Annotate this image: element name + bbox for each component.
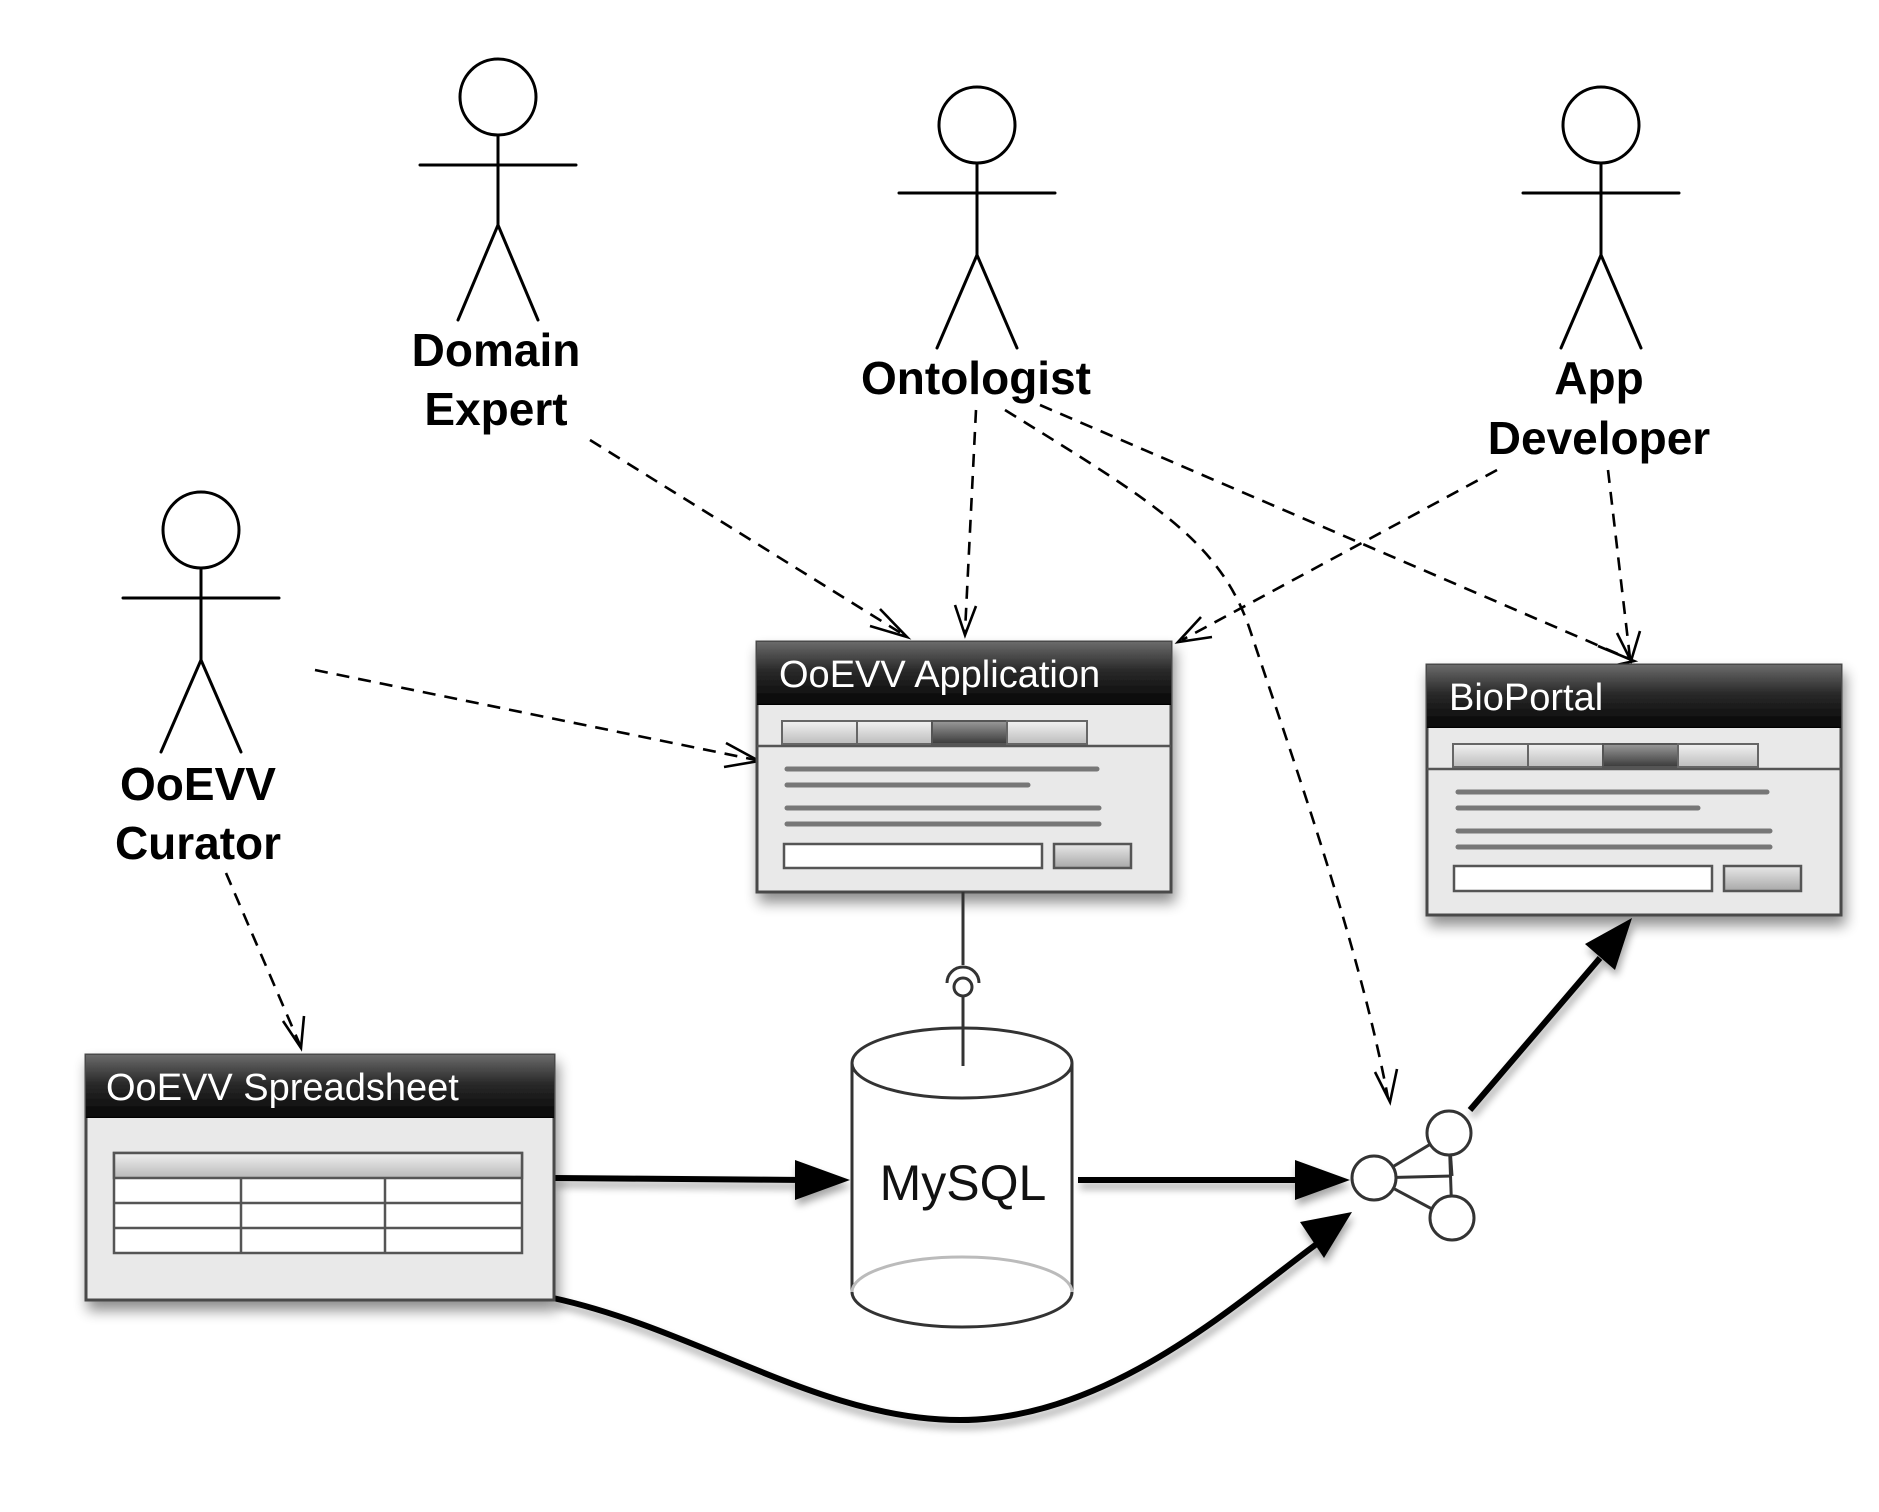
solid-arrows (552, 918, 1632, 1424)
dashed-arrow (1039, 403, 1633, 662)
submit-button[interactable] (1722, 864, 1803, 893)
ooevv-spreadsheet-window: OoEVV Spreadsheet (84, 1053, 556, 1302)
ooevv-application-window: OoEVV Application (755, 640, 1173, 894)
tab-selected[interactable] (931, 720, 1008, 745)
bioportal-window: BioPortal (1425, 663, 1843, 917)
arrow-head-icon (1615, 630, 1642, 665)
tab[interactable] (1452, 743, 1529, 768)
tab-bar (781, 720, 1088, 745)
tab[interactable] (1677, 743, 1759, 768)
text-lines (784, 766, 1102, 827)
mysql-database: MySQL (850, 1026, 1074, 1329)
tab-selected[interactable] (1602, 743, 1679, 768)
actor-label: Developer (1488, 412, 1711, 464)
arrow-head-icon (281, 1015, 306, 1052)
window-title: OoEVV Spreadsheet (106, 1067, 459, 1109)
grid-header (112, 1151, 524, 1180)
arrow-head-icon (953, 604, 978, 639)
title-bar (1427, 665, 1841, 728)
database-label: MySQL (880, 1155, 1047, 1211)
actor-label: Ontologist (861, 352, 1091, 404)
socket-icon (945, 965, 981, 984)
tab[interactable] (1006, 720, 1088, 745)
tab[interactable] (856, 720, 933, 745)
solid-arrow (552, 1240, 1320, 1424)
ontology-graph-icon (1350, 1109, 1476, 1242)
text-input[interactable] (1452, 864, 1714, 893)
actor-ontologist: Ontologist (861, 85, 1091, 404)
stick-figure-icon (418, 57, 578, 322)
dashed-arrow (1606, 469, 1632, 659)
arrow-head-icon (1174, 616, 1213, 644)
stick-figure-icon (121, 490, 281, 754)
arrow-head-icon (1295, 1160, 1350, 1200)
actor-domain-expert: Domain Expert (412, 57, 581, 435)
dashed-arrow (589, 438, 905, 637)
spreadsheet-grid (112, 1151, 524, 1255)
solid-arrow (554, 1175, 806, 1183)
dashed-arrow (224, 872, 302, 1046)
actor-ooevv-curator: OoEVV Curator (115, 490, 281, 869)
arrow-head-icon (869, 608, 912, 640)
tab-bar (1452, 743, 1759, 768)
actor-label: Curator (115, 817, 281, 869)
stick-figure-icon (1521, 85, 1681, 350)
window-title: BioPortal (1449, 677, 1603, 719)
actor-label: OoEVV (120, 758, 276, 810)
tab[interactable] (781, 720, 858, 745)
title-bar (757, 642, 1171, 705)
dashed-arrow (963, 409, 978, 633)
actor-label: Expert (424, 383, 567, 435)
actor-label: App (1554, 352, 1643, 404)
actor-app-developer: App Developer (1488, 85, 1711, 464)
dashed-arrow (314, 668, 757, 762)
lollipop-icon (952, 976, 974, 998)
text-input[interactable] (782, 842, 1044, 870)
dashed-arrow (1004, 408, 1390, 1099)
stick-figure-icon (897, 85, 1057, 350)
arrow-head-icon (1373, 1068, 1399, 1106)
solid-arrow (1467, 956, 1603, 1112)
arrow-head-icon (1300, 1212, 1352, 1258)
tab[interactable] (1527, 743, 1604, 768)
arrow-head-icon (795, 1160, 850, 1200)
submit-button[interactable] (1052, 842, 1133, 870)
dashed-arrows (224, 403, 1642, 1106)
dashed-arrow (1181, 468, 1498, 642)
text-lines (1455, 789, 1773, 850)
actor-label: Domain (412, 324, 581, 376)
window-title: OoEVV Application (779, 654, 1100, 696)
arrow-head-icon (1585, 918, 1632, 970)
title-bar (86, 1055, 554, 1118)
